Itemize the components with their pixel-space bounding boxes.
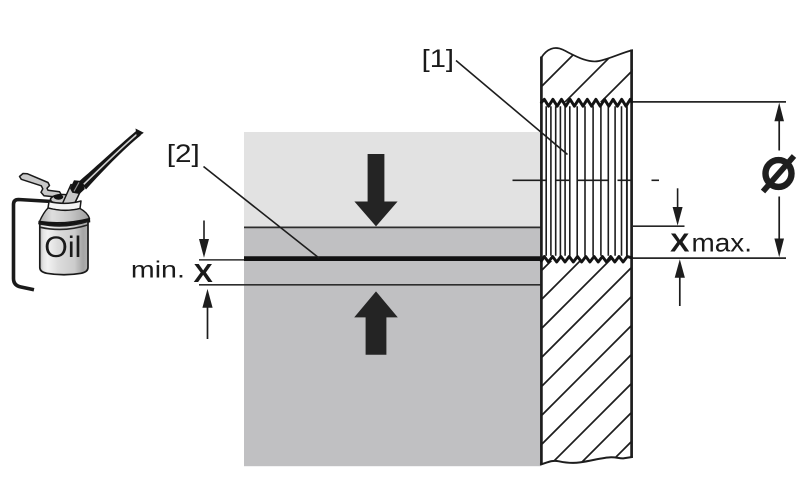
svg-text:min.: min. (131, 257, 185, 283)
svg-text:Oil: Oil (44, 231, 81, 264)
svg-text:[2]: [2] (167, 140, 200, 168)
svg-text:max.: max. (692, 227, 753, 257)
svg-text:X: X (194, 258, 214, 288)
svg-text:[1]: [1] (422, 45, 454, 73)
svg-text:X: X (670, 227, 690, 257)
